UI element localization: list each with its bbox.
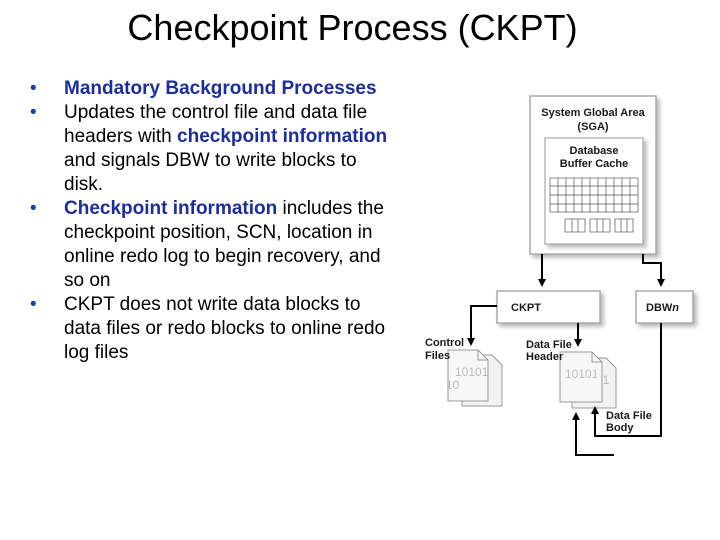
sga-label-2: (SGA) — [577, 121, 609, 133]
dbwn-to-header-arrow — [572, 412, 614, 456]
dbwn-label: DBWn — [646, 302, 679, 314]
dbwn-label-suffix: n — [672, 302, 679, 314]
sga-to-dbwn-arrow — [642, 254, 665, 287]
control-files-icon: 01 10101 10 — [446, 349, 503, 407]
bullet-highlight-text: checkpoint information — [177, 126, 388, 147]
connectors — [467, 254, 665, 456]
bullet-text: includes the checkpoint position, SCN, l… — [64, 198, 384, 291]
bullet-text: and signals DBW to write blocks to disk. — [64, 150, 357, 195]
data-file-header-label-2: Header — [526, 351, 564, 363]
buffer-cache-box: Database Buffer Cache — [544, 137, 644, 245]
slide-title: Checkpoint Process (CKPT) — [127, 7, 578, 48]
sga-label-1: System Global Area — [541, 107, 645, 119]
bullet-item: Checkpoint information includes the chec… — [30, 197, 388, 293]
ckpt-label: CKPT — [511, 302, 541, 314]
bullet-item: Updates the control file and data file h… — [30, 101, 388, 197]
bullet-item: Mandatory Background Processes — [30, 77, 388, 101]
dbwn-process-box: DBWn — [635, 290, 694, 324]
cache-label-1: Database — [570, 145, 619, 157]
buffer-grid — [549, 177, 639, 233]
ckpt-process-box: CKPT — [496, 290, 601, 324]
control-files-label-2: Files — [425, 350, 450, 362]
ckpt-to-control-files-arrow — [467, 305, 497, 346]
control-bits-front: 10101 — [455, 365, 489, 379]
data-file-body-label-1: Data File — [606, 410, 652, 422]
bullet-text: CKPT does not write data blocks to data … — [64, 294, 386, 363]
bullet-highlight-text: Checkpoint information — [64, 198, 278, 219]
data-file-header-label-1: Data File — [526, 339, 572, 351]
bullet-item: CKPT does not write data blocks to data … — [30, 293, 388, 365]
data-file-body-label-2: Body — [606, 422, 634, 434]
bullet-list: Mandatory Background ProcessesUpdates th… — [30, 77, 388, 365]
bullet-text: Updates the control file and data file h… — [64, 102, 368, 147]
bullet-highlight-text: Mandatory Background Processes — [64, 78, 377, 99]
dbwn-label-base: DBW — [646, 302, 673, 314]
data-files-icon: 01 10101 — [559, 351, 617, 409]
control-files-label-1: Control — [425, 337, 464, 349]
control-bits-extra: 10 — [446, 378, 460, 392]
dbwn-to-body-arrow — [591, 323, 662, 437]
cache-label-2: Buffer Cache — [560, 158, 628, 170]
data-bits-front: 10101 — [565, 367, 599, 381]
